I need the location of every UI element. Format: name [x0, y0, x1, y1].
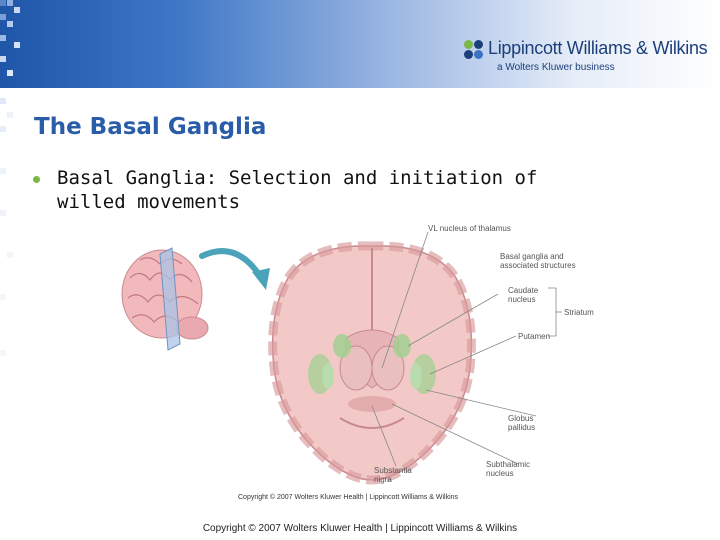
basal-ganglia-figure: VL nucleus of thalamus Basal ganglia and…	[110, 218, 610, 506]
label-vl-nucleus: VL nucleus of thalamus	[428, 224, 511, 233]
decorative-mosaic	[0, 0, 30, 540]
label-caudate: Caudate nucleus	[508, 286, 539, 304]
logo-tagline: a Wolters Kluwer business	[497, 62, 615, 73]
slide-title: The Basal Ganglia	[34, 114, 267, 140]
leader-lines	[371, 231, 562, 467]
label-basal-ganglia: Basal ganglia and associated structures	[500, 252, 576, 270]
bullet-text: Basal Ganglia: Selection and initiation …	[57, 167, 538, 213]
publisher-logo: Lippincott Williams & Wilkins a Wolters …	[464, 38, 714, 78]
logo-mark	[464, 40, 484, 60]
bullet-dot	[33, 176, 40, 183]
coronal-section	[268, 241, 476, 485]
whole-brain-thumbnail	[121, 247, 270, 351]
label-putamen: Putamen	[518, 332, 551, 341]
label-striatum: Striatum	[564, 308, 594, 317]
figure-credit: Copyright © 2007 Wolters Kluwer Health |…	[238, 494, 459, 501]
label-subthalamic: Subthalamic nucleus	[486, 460, 531, 478]
header-band	[0, 0, 720, 88]
brain-illustration	[121, 231, 562, 485]
footer-copyright: Copyright © 2007 Wolters Kluwer Health |…	[202, 523, 518, 534]
logo-name: Lippincott Williams & Wilkins	[488, 38, 708, 58]
label-substantia-nigra: Substantia nigra	[374, 466, 412, 484]
label-globus-pallidus: Globus pallidus	[508, 414, 536, 432]
